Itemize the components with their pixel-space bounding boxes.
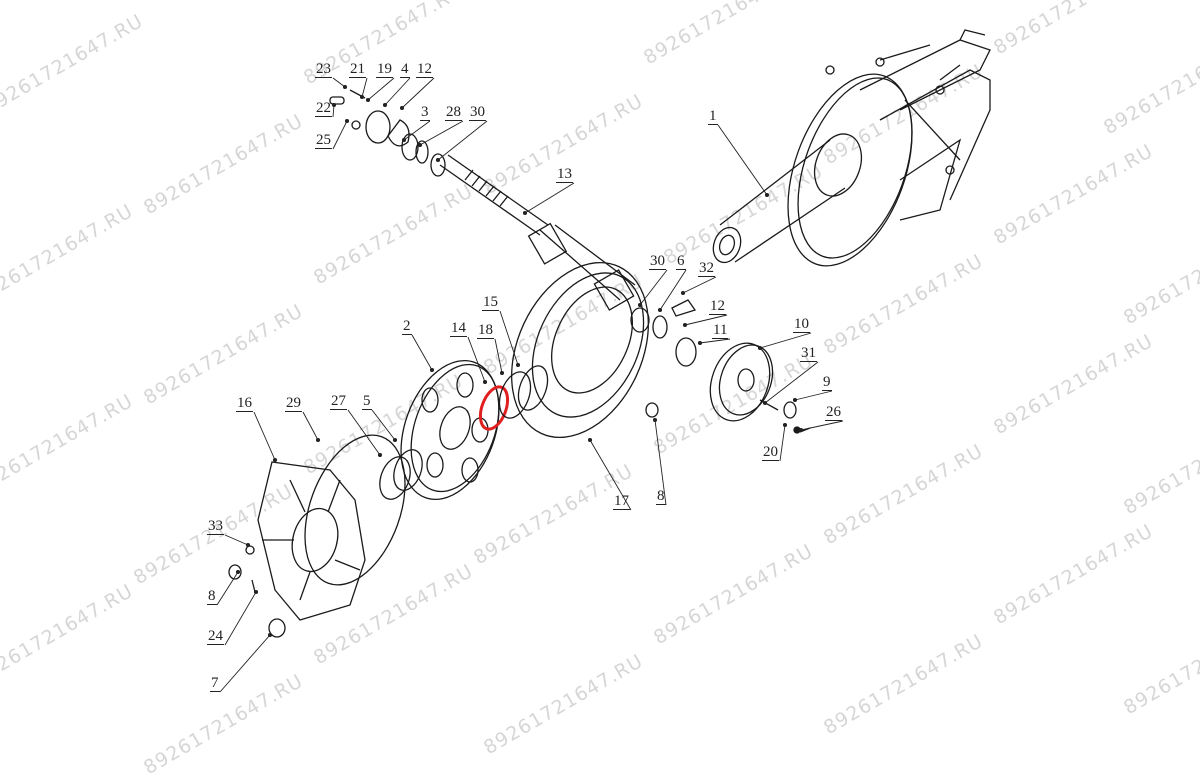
part-label-10: 10 (793, 316, 810, 333)
small-fasteners (228, 89, 811, 638)
leader-line (332, 120, 348, 150)
leader-line (659, 269, 687, 311)
leader-line (654, 419, 667, 506)
leader-line (253, 411, 276, 461)
leader-line (216, 571, 239, 606)
leader-line (411, 334, 433, 371)
leader-line (219, 634, 271, 693)
part-label-21: 21 (349, 61, 366, 78)
exploded-view-drawing (228, 29, 991, 638)
leader-line (684, 314, 728, 326)
part-label-20: 20 (762, 444, 779, 461)
leader-line (682, 276, 717, 294)
part-label-23: 23 (315, 61, 332, 78)
part-label-7: 7 (210, 675, 220, 692)
leader-lines (216, 77, 844, 693)
leader-line (302, 411, 319, 441)
part-label-33: 33 (207, 518, 224, 535)
part-label-12b: 12 (709, 298, 726, 315)
part-5-ring (393, 449, 423, 491)
part-label-11: 11 (712, 322, 729, 339)
leader-line (639, 269, 668, 306)
part-17-housing (511, 261, 649, 439)
leader-line (779, 424, 786, 462)
leader-line (361, 77, 368, 98)
part-label-1: 1 (708, 108, 718, 125)
leader-line (467, 336, 486, 383)
part-label-12a: 12 (416, 61, 433, 78)
leader-line (764, 361, 819, 404)
part-2-disc-plate (400, 359, 500, 501)
leader-line (759, 332, 812, 349)
part-label-31: 31 (800, 345, 817, 362)
leader-line (717, 124, 768, 196)
part-label-19: 19 (376, 61, 393, 78)
part-label-18: 18 (477, 322, 494, 339)
part-label-29: 29 (285, 395, 302, 412)
leader-line (794, 390, 833, 401)
part-label-13: 13 (556, 166, 573, 183)
part-10-pulley (709, 342, 774, 422)
part-1-spreader-assembly (712, 29, 991, 267)
part-label-5: 5 (362, 393, 372, 410)
part-label-15: 15 (482, 294, 499, 311)
part-label-25: 25 (315, 132, 332, 149)
part-14-ring-highlighted (478, 385, 510, 431)
part-label-2: 2 (402, 318, 412, 335)
part-13-worm-shaft (439, 154, 636, 311)
leader-line (494, 338, 503, 374)
leader-line (224, 534, 249, 546)
part-label-17: 17 (613, 493, 630, 510)
leader-line (367, 77, 395, 101)
part-16-cover (257, 461, 366, 621)
part-27-ring (379, 456, 411, 500)
part-label-28: 28 (445, 104, 462, 121)
leader-line (800, 420, 844, 431)
leader-line (589, 439, 632, 511)
leader-line (401, 77, 435, 109)
part-label-24: 24 (207, 628, 224, 645)
part-label-9: 9 (822, 374, 832, 391)
leader-line (419, 120, 464, 146)
part-label-30a: 30 (469, 104, 486, 121)
part-label-4: 4 (400, 61, 410, 78)
part-label-14: 14 (450, 320, 467, 337)
part-29-gasket (304, 434, 406, 586)
part-label-6: 6 (676, 253, 686, 270)
leader-line (347, 409, 381, 456)
leader-line (371, 409, 396, 441)
part-18-ring (498, 371, 532, 419)
part-label-27: 27 (330, 393, 347, 410)
part-label-8b: 8 (656, 488, 666, 505)
part-15-ring (517, 365, 549, 411)
part-label-32: 32 (698, 260, 715, 277)
leader-line (384, 77, 411, 106)
leader-line (332, 77, 346, 88)
part-label-8a: 8 (207, 588, 217, 605)
part-label-22: 22 (315, 100, 332, 117)
leader-line (437, 120, 488, 161)
part-label-16: 16 (236, 395, 253, 412)
leader-line (499, 310, 519, 366)
leader-line (224, 591, 257, 646)
leader-line (524, 182, 575, 214)
part-label-30b: 30 (649, 253, 666, 270)
part-label-26: 26 (825, 404, 842, 421)
leader-line (699, 338, 731, 344)
leader-line (403, 120, 431, 141)
part-label-3: 3 (420, 104, 430, 121)
